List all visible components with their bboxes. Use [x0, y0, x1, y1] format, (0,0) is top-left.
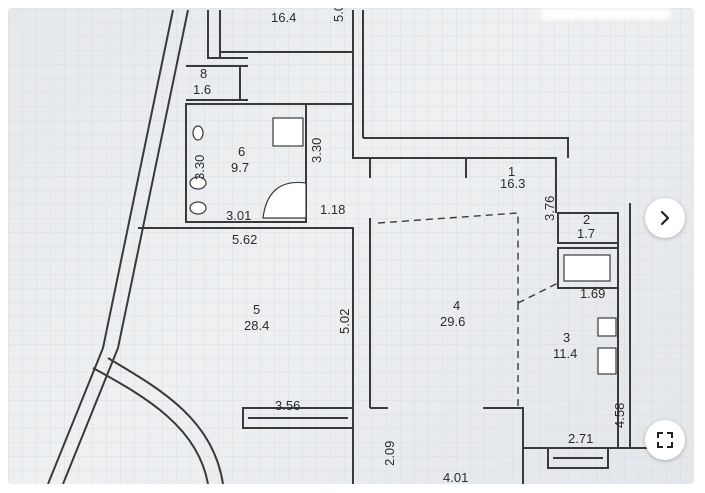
floor-plan-drawing: 16.4 8 1.6 6 9.7 1 16.3 2 1.7 4 29.6 5 2…	[8, 8, 694, 484]
room-2-area: 1.7	[577, 226, 595, 241]
room-4-area: 29.6	[440, 314, 465, 329]
dimension-1-69: 1.69	[580, 286, 605, 301]
dimension-2-09: 2.09	[382, 441, 397, 466]
fixtures	[189, 117, 617, 375]
dimension-3-56: 3.56	[275, 398, 300, 413]
dimension-3-76: 3.76	[542, 196, 557, 221]
dashed-partitions	[377, 212, 559, 408]
fullscreen-button[interactable]	[645, 420, 685, 460]
chevron-right-icon	[660, 210, 670, 226]
room-2-number: 2	[583, 212, 590, 227]
room-3-area: 11.4	[553, 346, 577, 361]
dimension-3-01: 3.01	[226, 208, 251, 223]
dimension-5-62: 5.62	[232, 232, 257, 247]
room-8-area: 1.6	[193, 82, 211, 97]
dimension-2-71: 2.71	[568, 431, 593, 446]
floor-plan-image: 16.4 8 1.6 6 9.7 1 16.3 2 1.7 4 29.6 5 2…	[8, 8, 694, 484]
dimension-1-18: 1.18	[320, 202, 345, 217]
grid-paper	[8, 8, 694, 484]
fullscreen-icon	[657, 432, 673, 448]
dimension-4-01: 4.01	[443, 470, 468, 484]
room-4-number: 4	[453, 298, 460, 313]
dimension-5-02: 5.02	[337, 309, 352, 334]
dimension-4-58: 4.58	[612, 403, 627, 428]
dimension-3-30-right: 3.30	[309, 138, 324, 163]
room-6-area: 9.7	[231, 160, 249, 175]
walls	[47, 9, 648, 484]
top-room-area-label: 16.4	[271, 10, 296, 25]
dimension-3-30-left: 3.30	[192, 155, 207, 180]
room-1-area: 16.3	[500, 176, 525, 191]
room-3-number: 3	[563, 330, 570, 345]
room-8-number: 8	[200, 66, 207, 81]
room-6-number: 6	[238, 144, 245, 159]
room-5-area: 28.4	[244, 318, 269, 333]
next-image-button[interactable]	[645, 198, 685, 238]
room-5-number: 5	[253, 302, 260, 317]
dimension-5-0: 5.0	[331, 8, 346, 22]
room-1-number: 1	[508, 164, 515, 179]
image-edge-highlight	[540, 8, 670, 20]
